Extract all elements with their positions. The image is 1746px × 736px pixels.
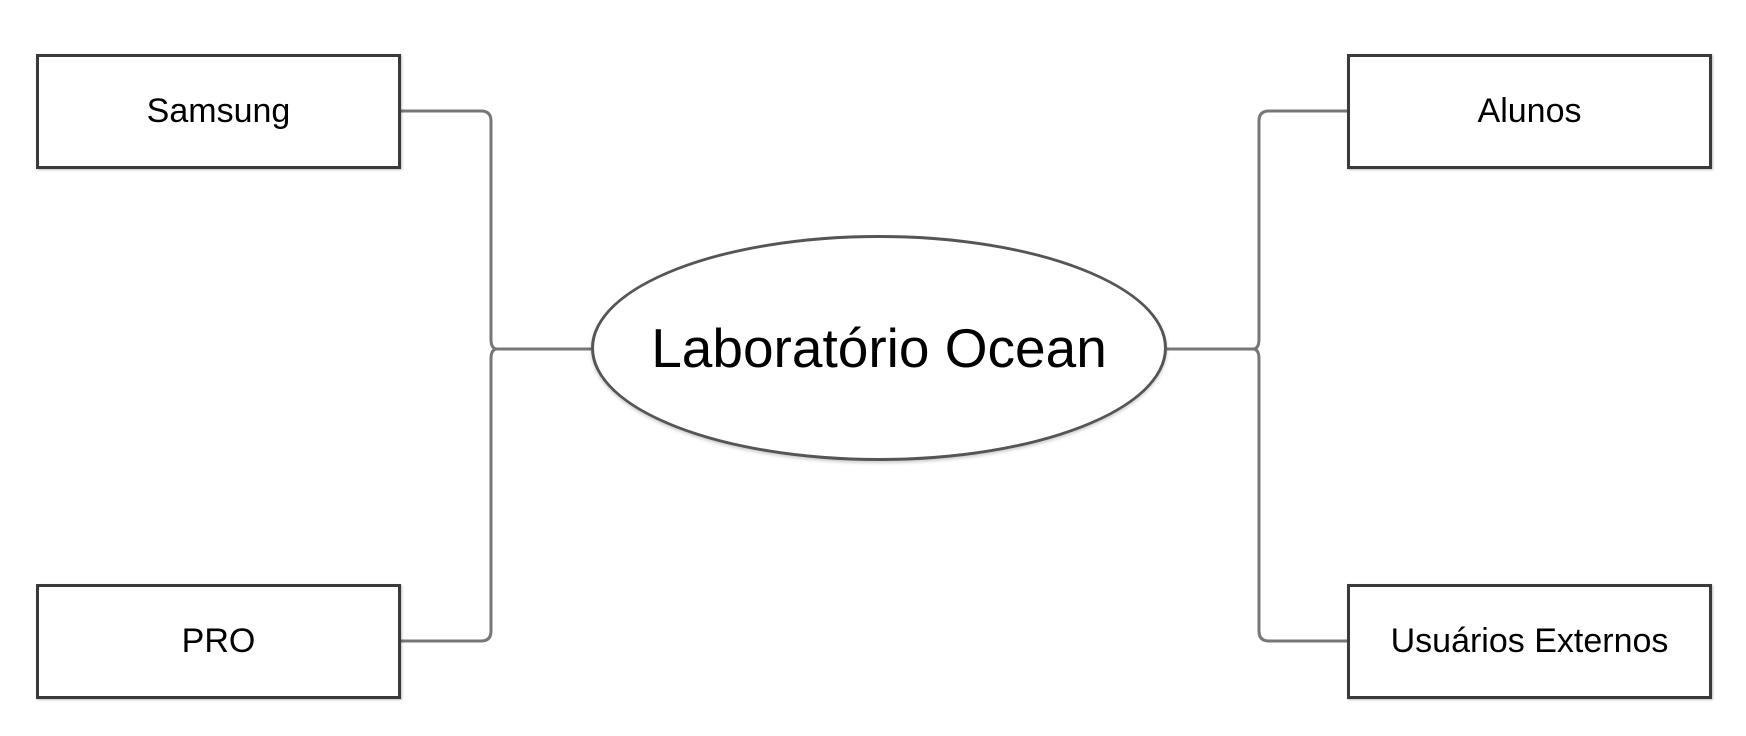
- node-usuarios-externos-label: Usuários Externos: [1390, 622, 1669, 660]
- connector-pro: [401, 347, 498, 643]
- node-alunos[interactable]: Alunos: [1347, 54, 1712, 169]
- node-samsung-label: Samsung: [146, 92, 291, 130]
- node-pro-label: PRO: [181, 622, 256, 660]
- connector-alunos: [1252, 109, 1347, 351]
- connector-samsung: [401, 109, 498, 351]
- node-samsung[interactable]: Samsung: [36, 54, 401, 169]
- central-node-label: Laboratório Ocean: [651, 317, 1107, 379]
- central-node[interactable]: Laboratório Ocean: [591, 235, 1167, 461]
- node-usuarios-externos[interactable]: Usuários Externos: [1347, 584, 1712, 699]
- connector-usuarios-externos: [1252, 347, 1347, 643]
- node-alunos-label: Alunos: [1477, 92, 1582, 130]
- node-pro[interactable]: PRO: [36, 584, 401, 699]
